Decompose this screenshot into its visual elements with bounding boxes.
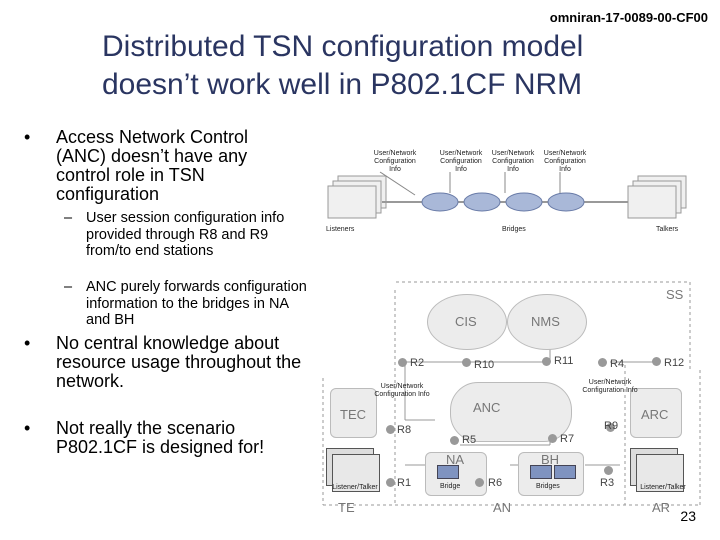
bullet-3-text: Not really the scenario P802.1CF is desi… (56, 418, 265, 457)
arc-label: ARC (641, 407, 669, 422)
bh-label: BH (541, 452, 560, 467)
an-label: AN (493, 500, 512, 515)
r4-label: R4 (610, 358, 625, 370)
ref-point-dot (462, 358, 471, 367)
bullet-1-text: Access Network Control (ANC) doesn’t hav… (56, 127, 249, 204)
ref-point-dot (598, 358, 607, 367)
sub-bullet-2-text: ANC purely forwards configuration inform… (86, 279, 307, 328)
cis-label: CIS (455, 314, 477, 329)
config-info-label: User/Network Configuration Info (373, 150, 417, 173)
ref-point-dot (386, 478, 395, 487)
na-node (425, 452, 487, 496)
r12-label: R12 (664, 357, 685, 369)
te-device (332, 454, 380, 492)
config-info-right: User/Network Configuration Info (582, 379, 638, 394)
config-info-label: User/Network Configuration Info (491, 150, 535, 173)
r6-label: R6 (488, 477, 503, 489)
r7-label: R7 (560, 433, 575, 445)
ref-point-dot (542, 357, 551, 366)
anc-node (450, 382, 572, 442)
ref-point-dot (398, 358, 407, 367)
bridge-bh-icon (530, 465, 552, 479)
tec-node (330, 388, 377, 438)
te-label: TE (338, 500, 355, 515)
tsn-diagram-graphic (327, 171, 687, 219)
tsn-distributed-diagram: User/Network Configuration Info User/Net… (320, 150, 700, 240)
page-number: 23 (680, 508, 696, 524)
bullet-1: • Access Network Control (ANC) doesn’t h… (24, 127, 288, 204)
bullet-mark: • (24, 333, 31, 353)
ref-point-dot (604, 466, 613, 475)
ref-point-dot (475, 478, 484, 487)
ss-label: SS (666, 287, 684, 302)
bridges-bh-label: Bridges (536, 483, 560, 490)
dash-mark: – (64, 279, 73, 295)
config-info-left: User/Network Configuration Info (374, 383, 430, 398)
bullet-3: • Not really the scenario P802.1CF is de… (24, 418, 313, 457)
bridge-na-label: Bridge (440, 483, 461, 490)
ref-point-dot (548, 434, 557, 443)
bridge-na-icon (437, 465, 459, 479)
talkers-label: Talkers (656, 226, 679, 233)
ar-label: AR (652, 500, 671, 515)
listener-talker-left: Listener/Talker (332, 484, 378, 491)
ref-point-dot (450, 436, 459, 445)
r10-label: R10 (474, 359, 495, 371)
sub-bullet-1: – User session configuration info provid… (64, 210, 308, 260)
sub-bullet-2: – ANC purely forwards configuration info… (64, 279, 313, 329)
slide-title: Distributed TSN configuration model does… (102, 30, 584, 101)
anc-label: ANC (473, 400, 501, 415)
document-id: omniran-17-0089-00-CF00 (549, 10, 708, 25)
config-info-label: User/Network Configuration Info (543, 150, 587, 173)
arc-node (630, 388, 682, 438)
bridge-bh-icon (554, 465, 576, 479)
na-label: NA (446, 452, 465, 467)
ref-point-dot (652, 357, 661, 366)
tec-label: TEC (340, 407, 366, 422)
r9-label: R9 (604, 420, 619, 432)
bullet-2-text: No central knowledge about resource usag… (56, 333, 302, 391)
bullet-mark: • (24, 127, 31, 147)
ar-device (636, 454, 684, 492)
r11-label: R11 (554, 355, 574, 367)
r3-label: R3 (600, 477, 615, 489)
config-info-label: User/Network Configuration Info (439, 150, 483, 173)
nms-label: NMS (531, 314, 560, 329)
listeners-label: Listeners (326, 226, 355, 233)
nms-node (507, 294, 587, 350)
listener-talker-right: Listener/Talker (640, 484, 686, 491)
bridges-label: Bridges (502, 226, 526, 233)
r1-label: R1 (397, 477, 412, 489)
r2-label: R2 (410, 357, 425, 369)
bullet-2: • No central knowledge about resource us… (24, 333, 328, 391)
bullet-mark: • (24, 418, 31, 438)
ref-point-dot (386, 425, 395, 434)
r8-label: R8 (397, 424, 412, 436)
sub-bullet-1-text: User session configuration info provided… (86, 210, 285, 259)
nrm-diagram (322, 281, 701, 506)
dash-mark: – (64, 210, 73, 226)
r5-label: R5 (462, 434, 477, 446)
cis-node (427, 294, 507, 350)
ref-point-dot (606, 423, 615, 432)
